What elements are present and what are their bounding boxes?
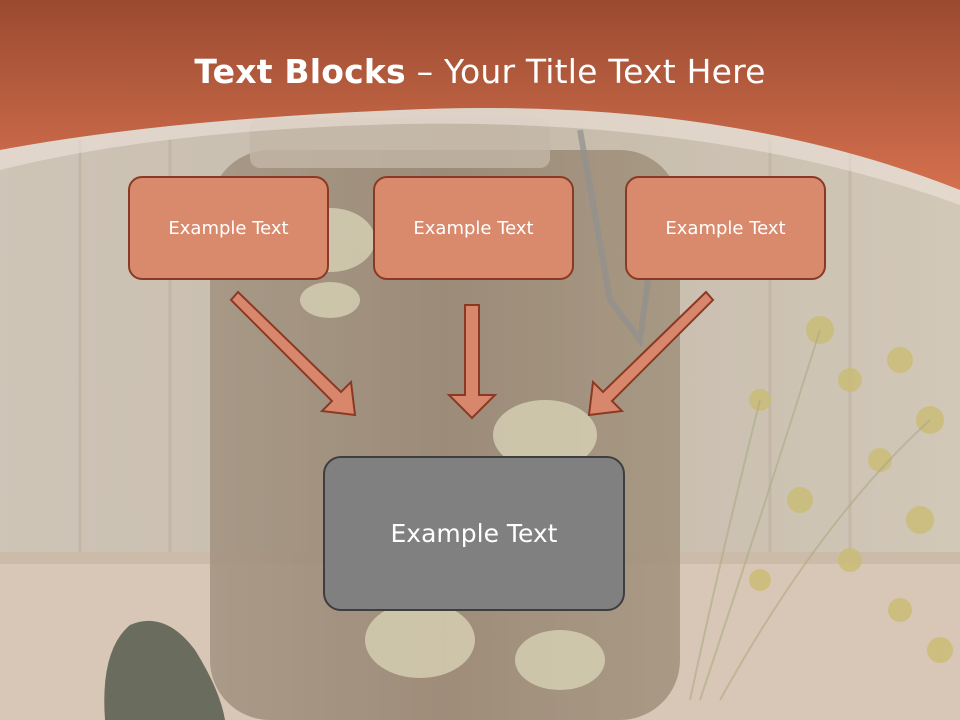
text-block-2[interactable]: Example Text [373, 176, 574, 280]
text-block-3-label: Example Text [665, 217, 786, 239]
slide-title: Text Blocks – Your Title Text Here [0, 52, 960, 91]
text-block-1[interactable]: Example Text [128, 176, 329, 280]
target-block-label: Example Text [390, 519, 558, 548]
text-block-2-label: Example Text [413, 217, 534, 239]
pickle [104, 620, 225, 720]
title-bold: Text Blocks [194, 52, 406, 91]
text-block-1-label: Example Text [168, 217, 289, 239]
text-block-3[interactable]: Example Text [625, 176, 826, 280]
target-block[interactable]: Example Text [323, 456, 625, 611]
header-band [0, 0, 960, 190]
title-separator: – [405, 52, 444, 91]
title-rest: Your Title Text Here [443, 52, 766, 91]
